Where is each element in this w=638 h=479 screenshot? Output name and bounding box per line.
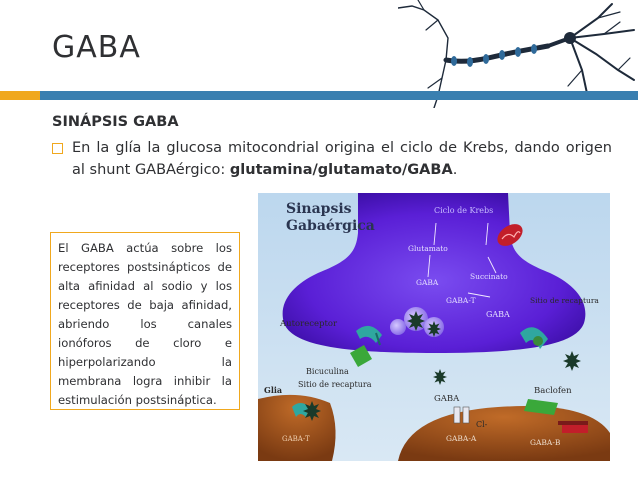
section-heading: SINÁPSIS GABA xyxy=(52,114,179,130)
title-divider-bar xyxy=(40,91,638,100)
label-glutamato: Glutamato xyxy=(408,244,448,253)
pathway-arrows xyxy=(427,222,497,298)
label-bicuculina: Bicuculina xyxy=(306,367,349,376)
label-sitio-recaptura-right: Sitio de recaptura xyxy=(530,296,599,305)
bicuculina-icon xyxy=(350,345,372,367)
label-glia: Glia xyxy=(264,385,282,395)
mitochondrion-icon xyxy=(497,224,523,246)
free-gaba-molecules xyxy=(433,351,581,385)
slide-title: GABA xyxy=(52,30,141,65)
label-gaba-t-bottom: GABA-T xyxy=(282,435,310,443)
gaba-a-receptor-icon xyxy=(453,406,470,424)
baclofen-icon xyxy=(524,399,558,415)
label-baclofen: Baclofen xyxy=(534,386,572,396)
bullet-bold-glutamina: glutamina xyxy=(229,162,313,178)
bullet-period: . xyxy=(452,162,458,178)
bullet-text: En la glía la glucosa mitocondrial origi… xyxy=(72,137,612,181)
label-gaba-t-top: GABA-T xyxy=(446,296,476,305)
postsynaptic-membrane xyxy=(398,406,610,461)
gaba-explanation-textbox: El GABA actúa sobre los receptores posts… xyxy=(50,232,240,410)
label-gaba-top: GABA xyxy=(416,278,439,287)
label-sitio-recaptura-left: Sitio de recaptura xyxy=(298,380,372,389)
reuptake-site-right-icon xyxy=(520,327,548,349)
title-accent-bar xyxy=(0,91,40,100)
bullet-bold-glutamato: glutamato xyxy=(317,162,402,178)
diagram-title-line-2: Gabaérgica xyxy=(286,218,375,234)
gaba-synapse-diagram: Sinapsis Gabaérgica Ciclo de Krebs Gluta… xyxy=(258,193,610,461)
neuron-illustration xyxy=(398,0,635,108)
label-cl: Cl- xyxy=(476,420,488,429)
label-gaba-a: GABA-A xyxy=(446,434,477,443)
label-succinato: Succinato xyxy=(470,272,508,281)
label-autoreceptor: Autoreceptor xyxy=(279,319,338,329)
gaba-b-receptor-icon xyxy=(558,421,588,433)
vesicle-cluster xyxy=(390,307,444,337)
bullet-bold-gaba: GABA xyxy=(407,162,453,178)
square-bullet-icon xyxy=(52,143,63,154)
bullet-text-plain: En la glía la glucosa mitocondrial origi… xyxy=(72,140,612,178)
label-gaba-bottom: GABA xyxy=(434,394,460,404)
bullet-separator: / xyxy=(312,162,318,178)
label-ciclo-krebs: Ciclo de Krebs xyxy=(434,206,493,215)
bullet-separator: / xyxy=(401,162,408,178)
diagram-title-line-1: Sinapsis xyxy=(286,201,352,217)
autoreceptor-icon xyxy=(356,325,382,346)
glia-transporter-icon xyxy=(292,401,321,421)
label-gaba-mid: GABA xyxy=(486,310,510,319)
label-gaba-b: GABA-B xyxy=(530,438,561,447)
